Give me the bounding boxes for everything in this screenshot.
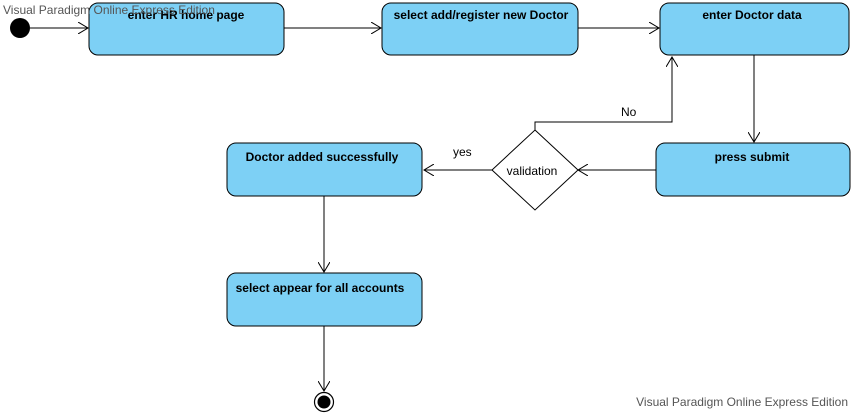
decision-validation: validation [491,129,579,211]
watermark-bottom: Visual Paradigm Online Express Edition [636,395,848,409]
action-press-submit: press submit [655,142,851,197]
action-enter-doctor-data: enter Doctor data [659,2,850,56]
final-node [313,391,335,413]
action-select-appear-label: select appear for all accounts [236,281,405,295]
action-select-add-doctor: select add/register new Doctor [381,2,579,56]
edge-validation-no-to-enter-data [534,57,672,130]
action-enter-doctor-data-label: enter Doctor data [702,8,802,22]
watermark-top: Visual Paradigm Online Express Edition [3,3,215,17]
initial-node [10,18,30,38]
decision-validation-label: validation [507,164,558,178]
action-doctor-added-label: Doctor added successfully [246,150,399,164]
action-press-submit-label: press submit [715,150,790,164]
guard-no-label: No [621,105,637,119]
action-select-add-doctor-label: select add/register new Doctor [394,8,569,22]
action-select-appear: select appear for all accounts [226,272,423,327]
action-enter-hr-home: enter HR home page [88,2,285,56]
action-enter-hr-home-label: enter HR home page [128,8,245,22]
action-doctor-added: Doctor added successfully [226,142,423,197]
guard-yes-label: yes [453,145,472,159]
